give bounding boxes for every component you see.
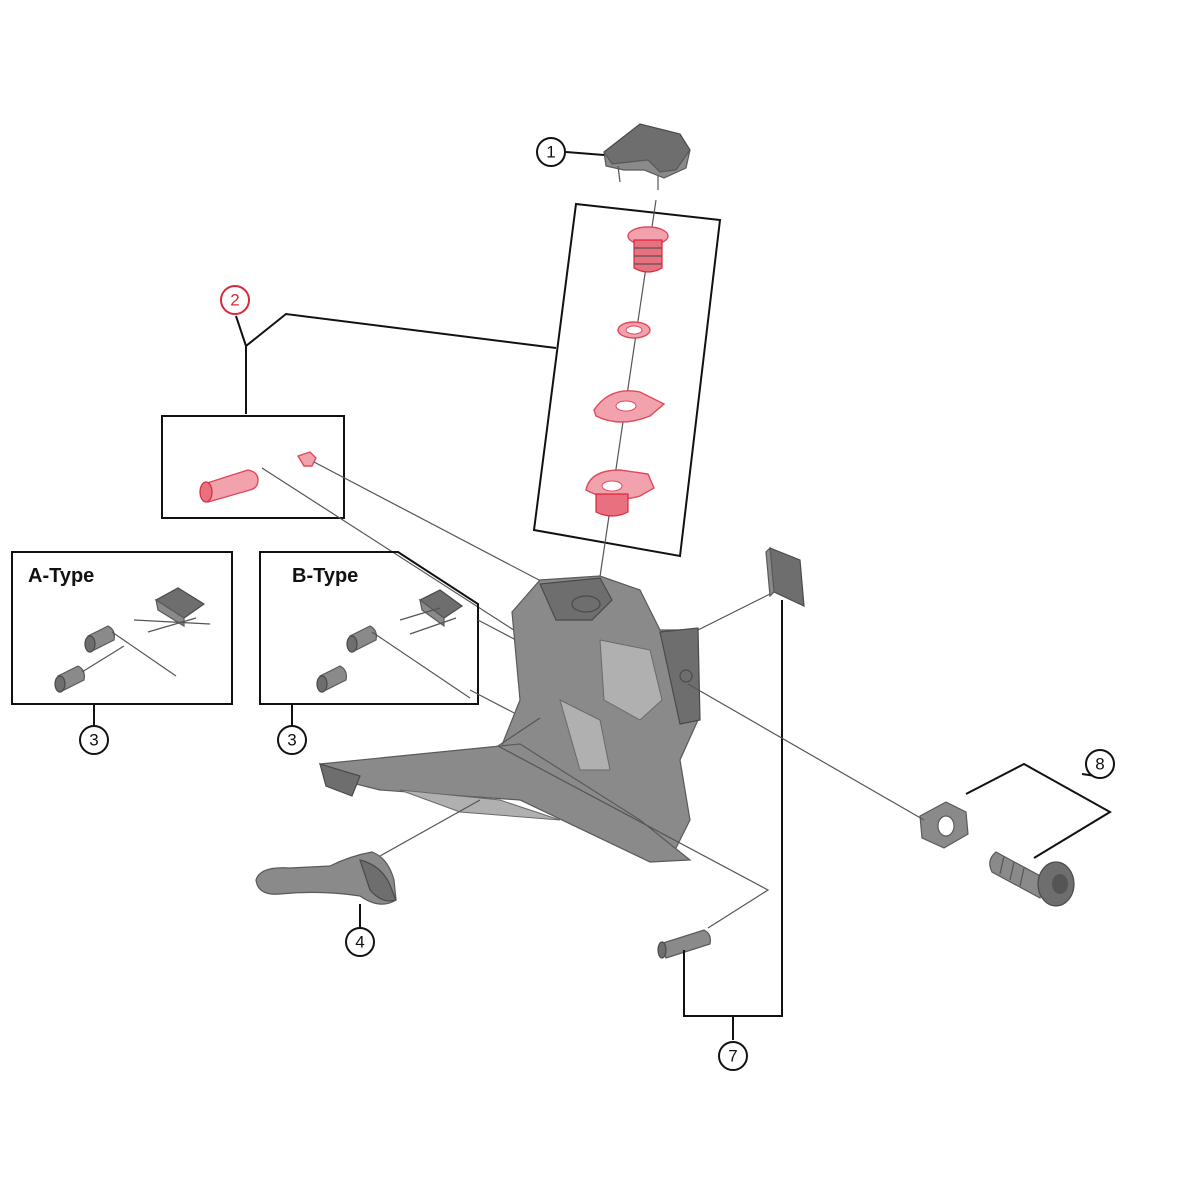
callout-1: 1 <box>536 137 566 167</box>
svg-text:8: 8 <box>1095 755 1104 774</box>
part-4-lever-cover <box>255 851 397 905</box>
b-type-set-screw-2 <box>316 665 347 693</box>
leader-1 <box>565 151 605 156</box>
callout-8: 8 <box>1085 749 1115 779</box>
svg-text:3: 3 <box>287 731 296 750</box>
svg-text:7: 7 <box>728 1047 737 1066</box>
part-1-cover-cap <box>603 123 691 190</box>
b-type-set-screw-1 <box>346 625 377 653</box>
callout-4: 4 <box>345 927 375 957</box>
b-type-plate <box>418 589 464 628</box>
a-type-plate <box>154 587 206 628</box>
callout-2: 2 <box>220 285 250 315</box>
part-2-o-ring <box>617 321 651 339</box>
a-type-box <box>11 551 233 705</box>
part-2-pin <box>199 469 259 503</box>
callout-7: 7 <box>718 1041 748 1071</box>
b-type-box <box>259 551 479 705</box>
part-7-pad <box>765 546 805 607</box>
part-2-cam-plate <box>593 390 666 423</box>
part-7-pin <box>657 929 711 959</box>
part-8-bolt <box>989 851 1075 907</box>
svg-text:2: 2 <box>230 291 239 310</box>
part-2-adjust-screw <box>627 226 669 273</box>
a-type-label: A-Type <box>28 565 94 587</box>
part-2-frame-upper <box>532 202 722 558</box>
chain-guide <box>318 743 692 863</box>
part-2-base-fitting <box>585 469 655 517</box>
svg-text:4: 4 <box>355 933 364 952</box>
front-derailleur-body <box>499 575 701 861</box>
part-2-clip <box>296 451 317 467</box>
part-2-frame-lower <box>161 415 345 519</box>
b-type-label: B-Type <box>292 565 358 587</box>
callout-3-b-type: 3 <box>277 725 307 755</box>
leader-8 <box>965 762 1112 859</box>
a-type-set-screw-1 <box>84 625 115 653</box>
callout-3-a-type: 3 <box>79 725 109 755</box>
leader-2 <box>245 312 557 414</box>
svg-text:3: 3 <box>89 731 98 750</box>
a-type-set-screw-2 <box>54 665 85 693</box>
svg-text:1: 1 <box>546 143 555 162</box>
part-8-nut <box>919 801 969 849</box>
